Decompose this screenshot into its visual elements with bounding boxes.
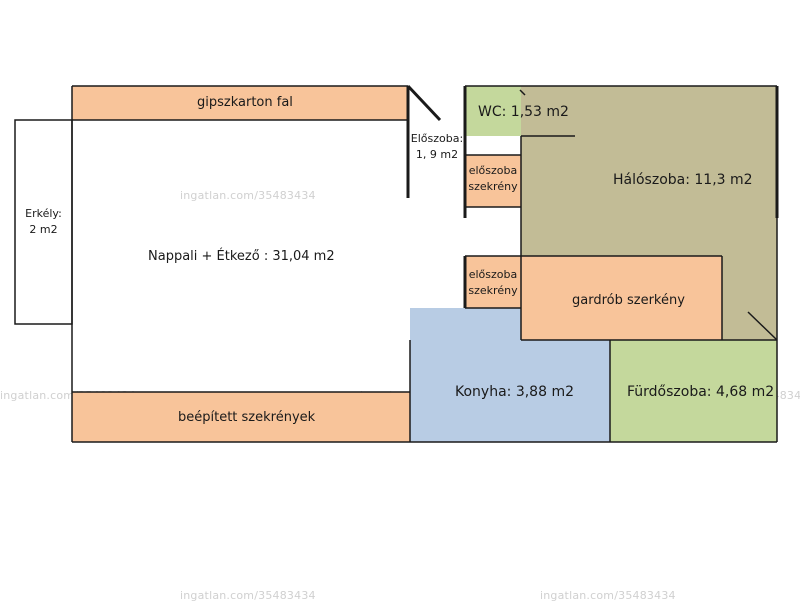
hall-cabinet-lower [465,256,521,308]
living-room-label: Nappali + Étkező : 31,04 m2 [148,249,335,264]
hall-cabinet-upper-line2: szekrény [468,180,518,193]
balcony-label-line2: 2 m2 [29,223,58,236]
drywall-label: gipszkarton fal [197,95,293,110]
hall-cabinet-upper [465,155,521,207]
watermark: ingatlan.com/35483434 [180,189,316,202]
hall-cabinet-upper-label: előszoba szekrény [465,163,521,195]
builtin-cabinets-label: beépített szekrények [178,410,316,425]
hall-label: Előszoba: 1, 9 m2 [404,131,470,163]
bathroom-room [610,340,777,442]
wc-label: WC: 1,53 m2 [478,104,569,120]
wardrobe-label: gardrób szerkény [572,293,685,308]
kitchen-room [410,308,521,442]
kitchen-label: Konyha: 3,88 m2 [455,384,574,400]
hall-cabinet-lower-line1: előszoba [468,268,518,281]
hall-cabinet-upper-line1: előszoba [468,164,518,177]
drywall-strip [72,86,408,120]
balcony-label-line1: Erkély: [25,207,62,220]
wardrobe-room [521,256,722,340]
bedroom-room-right [722,256,777,342]
balcony-label: Erkély: 2 m2 [15,206,72,238]
watermark: ingatlan.com/35483434 [180,589,316,602]
hall-label-line1: Előszoba: [410,132,464,145]
bedroom-room-upper [521,86,777,256]
builtin-cabinets-strip [72,392,410,442]
bedroom-label: Hálószoba: 11,3 m2 [613,172,753,188]
hall-cabinet-lower-label: előszoba szekrény [465,267,521,299]
watermark: ingatlan.com/35483434 [540,589,676,602]
hall-cabinet-lower-line2: szekrény [468,284,518,297]
kitchen-room-ext [521,340,610,442]
bathroom-label: Fürdőszoba: 4,68 m2 [627,384,775,400]
hall-label-line2: 1, 9 m2 [415,148,459,161]
